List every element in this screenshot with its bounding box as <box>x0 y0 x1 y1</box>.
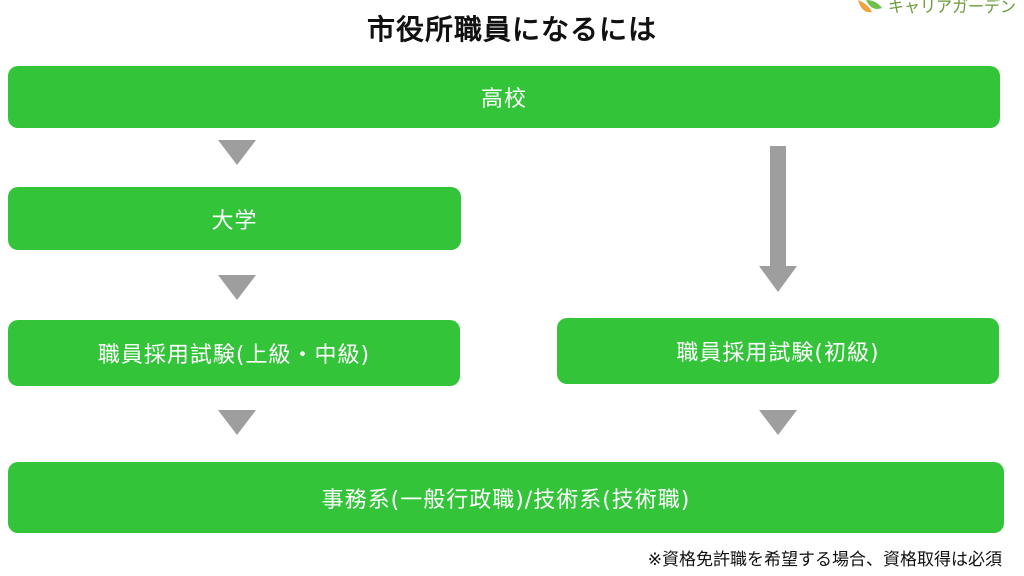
leaf-logo-icon <box>858 0 882 13</box>
page-title: 市役所職員になるには <box>366 13 657 46</box>
arrow-down-icon <box>218 410 256 435</box>
arrow-down-icon <box>218 140 256 165</box>
footnote: ※資格免許職を希望する場合、資格取得は必須 <box>647 550 1002 570</box>
node-university: 大学 <box>8 187 461 250</box>
node-career: 事務系(一般行政職)/技術系(技術職) <box>8 462 1004 533</box>
arrow-down-icon <box>759 410 797 435</box>
node-exam-upper-middle: 職員採用試験(上級・中級) <box>8 320 460 386</box>
node-exam-entry: 職員採用試験(初級) <box>557 318 999 384</box>
logo: キャリアガーデン <box>854 0 1024 18</box>
long-arrow-down-icon <box>759 146 797 292</box>
node-high-school: 高校 <box>8 66 1000 128</box>
arrow-down-icon <box>218 275 256 300</box>
logo-text: キャリアガーデン <box>888 0 1017 16</box>
